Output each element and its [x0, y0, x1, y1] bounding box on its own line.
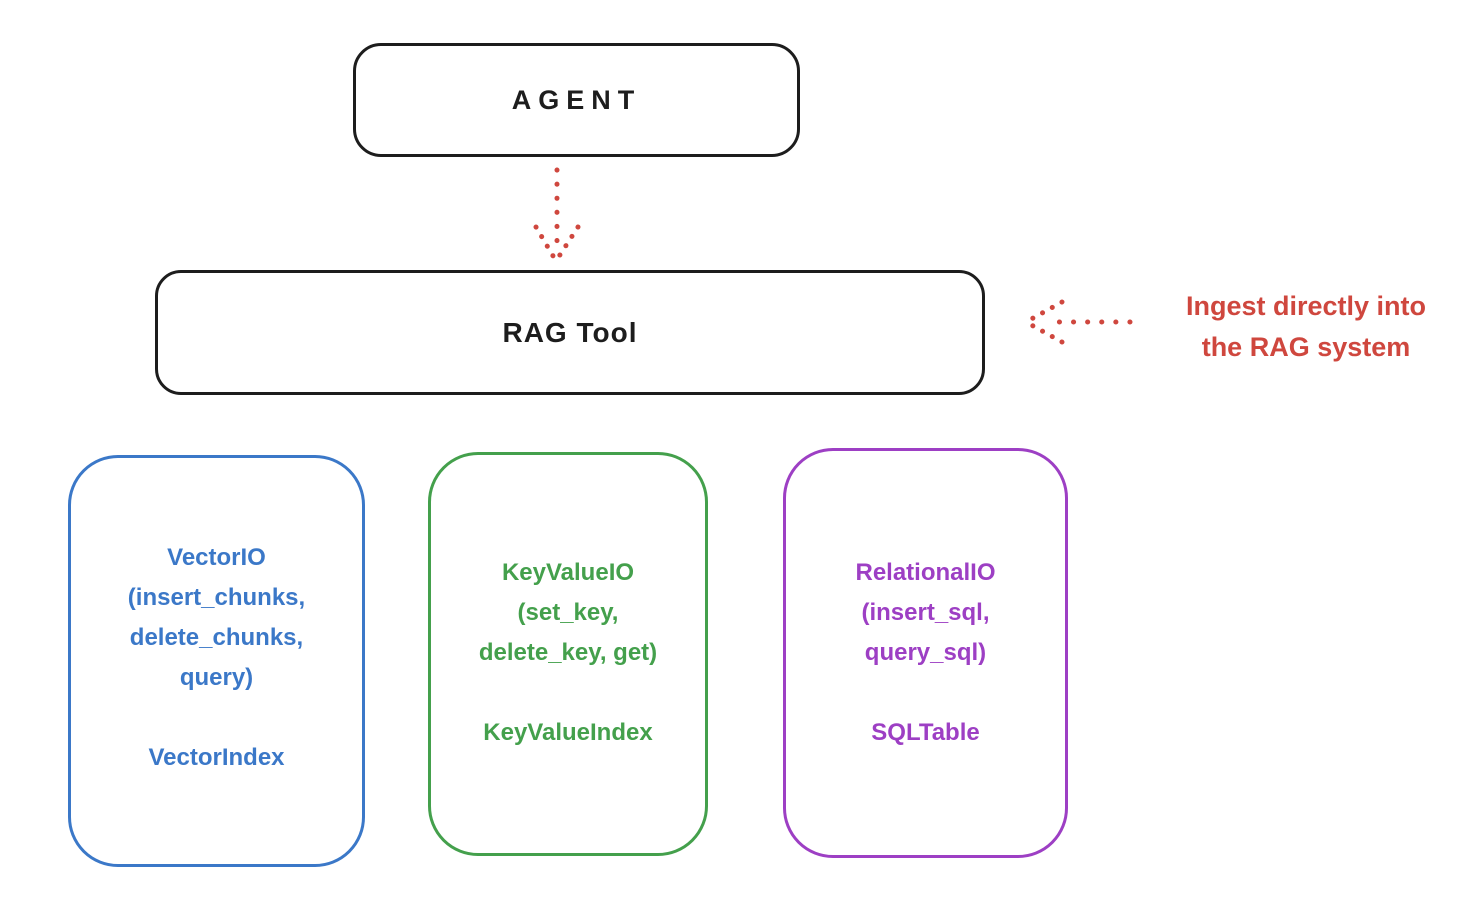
- agent-to-rag-arrow: [533, 167, 581, 264]
- key-value-io-title: KeyValueIO: [501, 559, 635, 586]
- ingest-annotation: Ingest directly into the RAG system: [1185, 291, 1427, 362]
- relational-io-methods: (insert_sql, query_sql): [861, 599, 990, 666]
- key-value-index-label: KeyValueIndex: [483, 719, 653, 746]
- vector-index-label: VectorIndex: [148, 744, 285, 771]
- agent-label: AGENT: [511, 84, 642, 115]
- relational-io-title: RelationalIO: [855, 559, 996, 586]
- vector-io-box: VectorIO (insert_chunks, delete_chunks, …: [68, 455, 365, 867]
- agent-box: AGENT: [353, 43, 800, 157]
- vector-io-title: VectorIO: [167, 544, 266, 571]
- rag-tool-label: RAG Tool: [502, 316, 638, 348]
- sql-table-label: SQLTable: [871, 719, 980, 746]
- key-value-io-methods: (set_key, delete_key, get): [478, 599, 658, 666]
- relational-io-box: RelationalIO (insert_sql, query_sql) SQL…: [783, 448, 1068, 858]
- vector-io-methods: (insert_chunks, delete_chunks, query): [127, 584, 306, 691]
- key-value-io-box: KeyValueIO (set_key, delete_key, get) Ke…: [428, 452, 708, 856]
- annotation-to-rag-arrow: [1023, 299, 1133, 345]
- rag-tool-box: RAG Tool: [155, 270, 985, 395]
